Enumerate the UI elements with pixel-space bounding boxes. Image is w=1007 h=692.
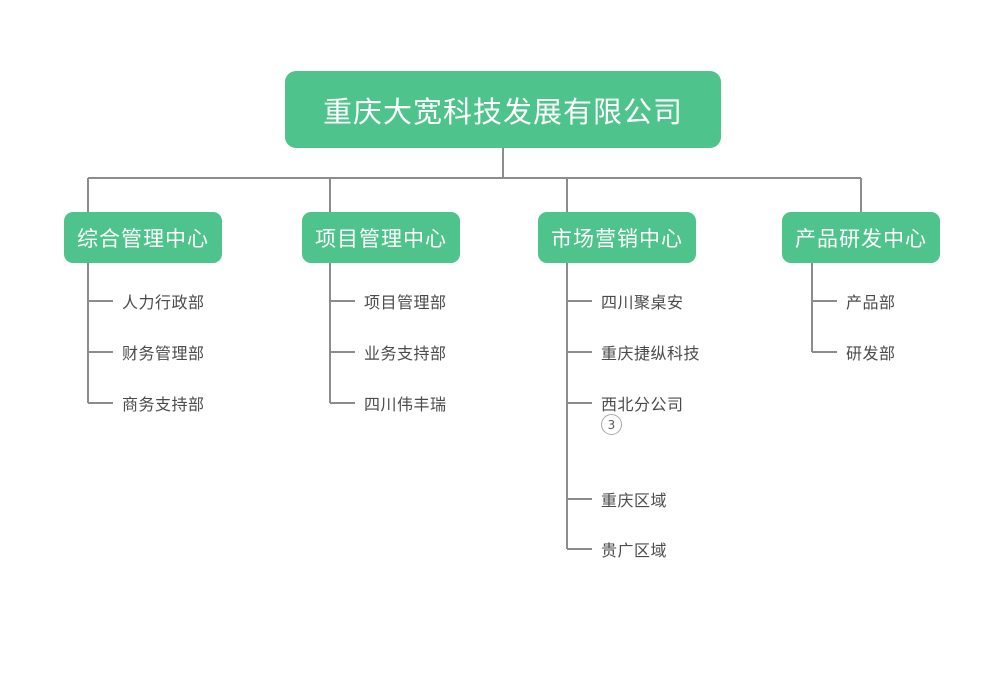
leaf-item[interactable]: 四川聚桌安	[601, 293, 684, 312]
status-badge: 3	[601, 414, 622, 435]
leaf-item[interactable]: 研发部	[846, 344, 896, 363]
leaf-item[interactable]: 贵广区域	[601, 541, 668, 560]
node-center-marketing[interactable]: 市场营销中心	[538, 212, 696, 263]
leaf-item[interactable]: 财务管理部	[122, 344, 205, 363]
leaf-item[interactable]: 业务支持部	[364, 344, 447, 363]
leaf-item[interactable]: 项目管理部	[364, 293, 447, 312]
node-center-project-management[interactable]: 项目管理中心	[302, 212, 460, 263]
node-root[interactable]: 重庆大宽科技发展有限公司	[285, 71, 721, 148]
node-center-comprehensive-management[interactable]: 综合管理中心	[64, 212, 222, 263]
leaf-item[interactable]: 商务支持部	[122, 395, 205, 414]
leaf-item[interactable]: 西北分公司	[601, 395, 684, 414]
leaf-item[interactable]: 产品部	[846, 293, 896, 312]
leaf-item[interactable]: 人力行政部	[122, 293, 205, 312]
leaf-item[interactable]: 重庆区域	[601, 491, 668, 510]
leaf-item[interactable]: 重庆捷纵科技	[601, 344, 701, 363]
leaf-item[interactable]: 四川伟丰瑞	[364, 395, 447, 414]
node-center-product-rd[interactable]: 产品研发中心	[782, 212, 940, 263]
